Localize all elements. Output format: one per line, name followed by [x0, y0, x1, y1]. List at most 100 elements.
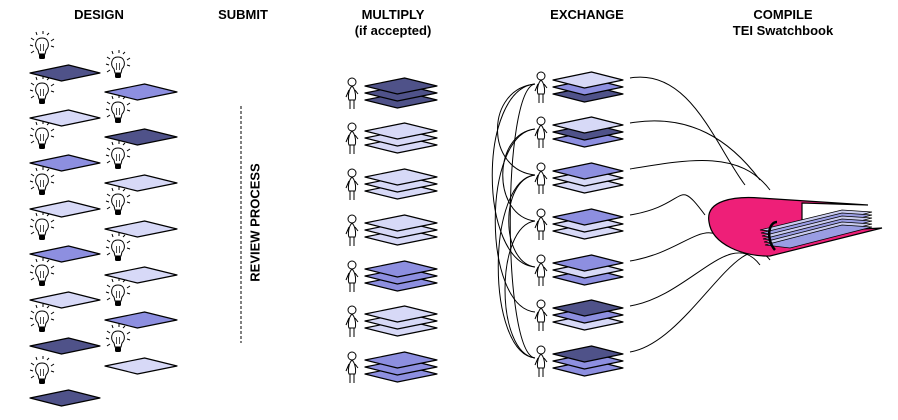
- lightbulb-icon: [29, 258, 55, 286]
- person-icon: [345, 260, 359, 292]
- person-icon: [345, 77, 359, 109]
- exchange-row: [534, 208, 624, 240]
- multiplied-stack: [364, 351, 438, 383]
- stacked-sheet: [364, 305, 438, 323]
- multiply-row: [345, 168, 438, 200]
- swatchbook-binder-icon: [708, 196, 883, 257]
- compile-connection: [629, 252, 761, 307]
- lightbulb-icon: [105, 324, 131, 352]
- binder-page: [764, 224, 873, 249]
- exchange-row: [534, 71, 624, 103]
- design-sheet: [29, 337, 101, 355]
- multiply-row: [345, 351, 438, 383]
- multiplied-stack: [364, 260, 438, 292]
- stacked-sheet: [552, 299, 624, 317]
- stage-title-submit: SUBMIT: [218, 7, 268, 22]
- design-sheet: [29, 389, 101, 407]
- design-idea-item: [29, 76, 101, 127]
- exchange-arc: [504, 220, 536, 359]
- lightbulb-icon: [29, 31, 55, 59]
- design-sheet: [104, 128, 178, 146]
- exchange-arc: [502, 128, 536, 222]
- lightbulb-icon: [105, 50, 131, 78]
- stage-title-multiply: MULTIPLY: [361, 7, 425, 22]
- design-idea-item: [29, 304, 101, 355]
- design-sheet: [104, 83, 178, 101]
- stacked-sheet: [364, 351, 438, 369]
- exchange-row: [534, 254, 624, 286]
- exchange-row: [534, 162, 624, 194]
- stacked-sheet: [552, 208, 624, 226]
- person-icon: [534, 208, 548, 240]
- design-idea-item: [29, 258, 101, 309]
- design-sheet: [104, 174, 178, 192]
- lightbulb-icon: [29, 121, 55, 149]
- design-column: [29, 31, 178, 407]
- design-idea-item: [104, 187, 178, 238]
- exchange-column: [534, 71, 624, 377]
- multiply-row: [345, 122, 438, 154]
- exchanged-stack: [552, 208, 624, 240]
- design-sheet: [29, 154, 101, 172]
- design-idea-item: [29, 212, 101, 263]
- multiply-row: [345, 305, 438, 337]
- stacked-sheet: [552, 345, 624, 363]
- exchanged-stack: [552, 162, 624, 194]
- exchange-row: [534, 345, 624, 377]
- lightbulb-icon: [105, 233, 131, 261]
- compile-connection: [629, 160, 771, 191]
- lightbulb-icon: [29, 76, 55, 104]
- person-icon: [534, 299, 548, 331]
- person-icon: [534, 162, 548, 194]
- lightbulb-icon: [29, 212, 55, 240]
- design-sheet: [104, 357, 178, 375]
- lightbulb-icon: [29, 356, 55, 384]
- stacked-sheet: [552, 71, 624, 89]
- lightbulb-icon: [105, 187, 131, 215]
- design-sheet: [29, 291, 101, 309]
- design-sheet: [29, 245, 101, 263]
- design-sheet: [104, 220, 178, 238]
- stacked-sheet: [552, 116, 624, 134]
- compile-connection: [629, 251, 771, 353]
- person-icon: [345, 351, 359, 383]
- stage-subtitle-multiply: (if accepted): [354, 23, 432, 38]
- person-icon: [534, 116, 548, 148]
- design-sheet: [29, 64, 101, 82]
- person-icon: [345, 168, 359, 200]
- stacked-sheet: [364, 260, 438, 278]
- compile-connection: [629, 194, 706, 216]
- lightbulb-icon: [105, 141, 131, 169]
- exchange-arc: [509, 83, 536, 359]
- design-sheet: [104, 311, 178, 329]
- design-idea-item: [104, 233, 178, 284]
- stacked-sheet: [364, 214, 438, 232]
- design-sheet: [104, 266, 178, 284]
- exchanged-stack: [552, 116, 624, 148]
- design-idea-item: [29, 356, 101, 407]
- exchange-connections: [491, 83, 536, 359]
- stage-title-design: DESIGN: [74, 7, 124, 22]
- exchanged-stack: [552, 299, 624, 331]
- design-idea-item: [104, 278, 178, 329]
- design-idea-item: [104, 50, 178, 101]
- person-icon: [345, 122, 359, 154]
- binder-ring-icon: [768, 220, 778, 251]
- multiply-column: [345, 77, 438, 383]
- person-icon: [534, 254, 548, 286]
- stage-title-exchange: EXCHANGE: [550, 7, 624, 22]
- exchanged-stack: [552, 71, 624, 103]
- person-icon: [534, 71, 548, 103]
- exchanged-stack: [552, 254, 624, 286]
- exchange-row: [534, 116, 624, 148]
- stage-subtitle-compile: TEI Swatchbook: [732, 23, 834, 38]
- person-icon: [345, 214, 359, 246]
- stacked-sheet: [364, 77, 438, 95]
- multiply-row: [345, 77, 438, 109]
- multiplied-stack: [364, 77, 438, 109]
- stage-title-compile: COMPILE: [753, 7, 813, 22]
- lightbulb-icon: [105, 278, 131, 306]
- multiply-row: [345, 260, 438, 292]
- stacked-sheet: [364, 168, 438, 186]
